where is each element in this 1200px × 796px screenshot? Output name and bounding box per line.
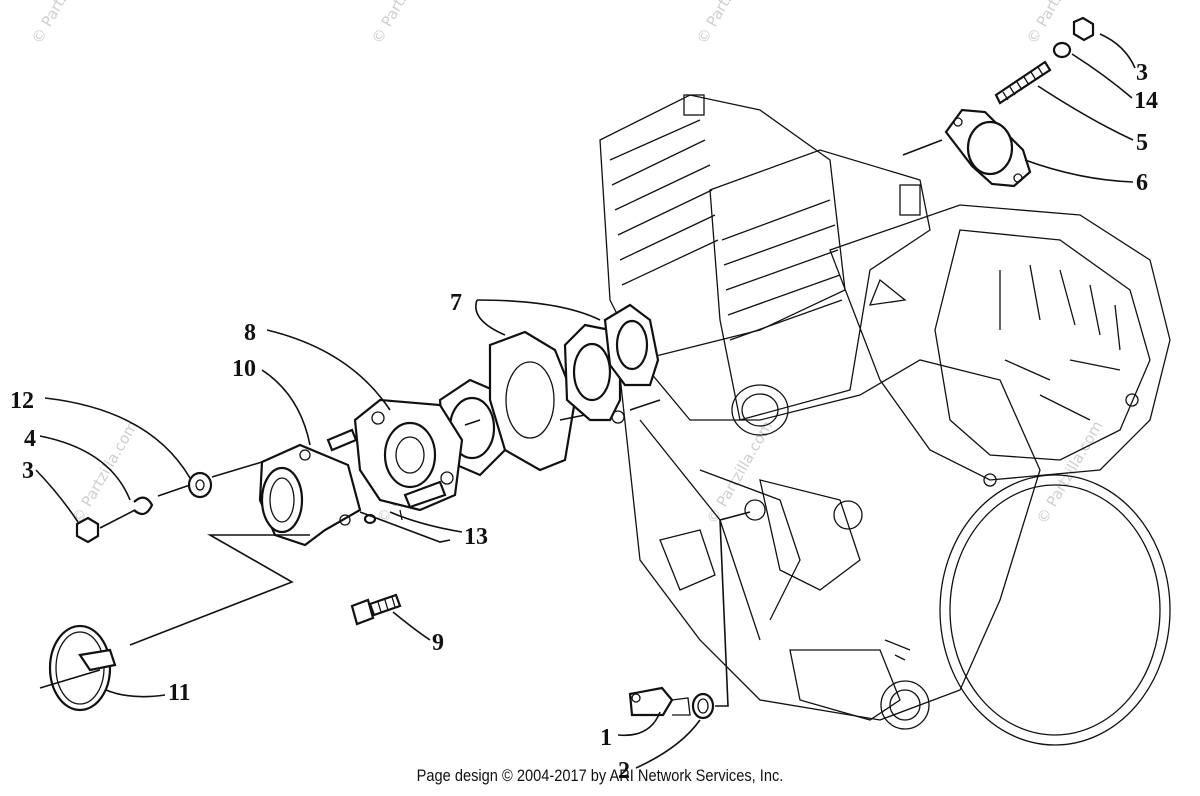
callout-label: 10: [232, 356, 256, 382]
nut-part: [75, 516, 100, 544]
fitting-part: [628, 686, 674, 717]
callouts: 3 14 5 6 7 8 10 12 4 3 13 9 11 1 2: [10, 60, 1158, 784]
washer-part: [187, 471, 213, 499]
exploded-parts: [39, 16, 1095, 720]
engine-illustration: [599, 94, 1171, 746]
callout-label: 8: [244, 320, 256, 346]
callout-label: 7: [450, 290, 462, 316]
flange-gasket-part: [488, 330, 577, 472]
callout-label: 4: [24, 426, 36, 452]
footer-credit: Page design © 2004-2017 by ARI Network S…: [416, 766, 784, 785]
callout-label: 3: [1136, 60, 1148, 86]
callout-label: 3: [22, 458, 34, 484]
leader-lines: [35, 33, 1136, 769]
callout-label: 2: [618, 758, 630, 784]
clamp-part: [48, 624, 112, 712]
callout-label: 11: [168, 680, 191, 706]
watermark: © Partzilla.com: [68, 418, 141, 527]
nut-part: [1072, 16, 1095, 42]
watermark: © Partzilla.com: [28, 0, 101, 47]
callout-label: 5: [1136, 130, 1148, 156]
bolt-part: [350, 598, 375, 626]
watermark: © Partzilla.com: [368, 0, 441, 47]
callout-label: 6: [1136, 170, 1148, 196]
callout-label: 9: [432, 630, 444, 656]
washer-part: [691, 692, 715, 720]
watermark: © Partzilla.com: [693, 0, 766, 47]
stud-part: [994, 60, 1052, 105]
callout-label: 1: [600, 725, 612, 751]
callout-label: 14: [1134, 88, 1158, 114]
washer-part: [1052, 41, 1072, 59]
lock-washer-part: [133, 496, 154, 516]
callout-label: 12: [10, 388, 34, 414]
callout-label: 13: [464, 524, 488, 550]
